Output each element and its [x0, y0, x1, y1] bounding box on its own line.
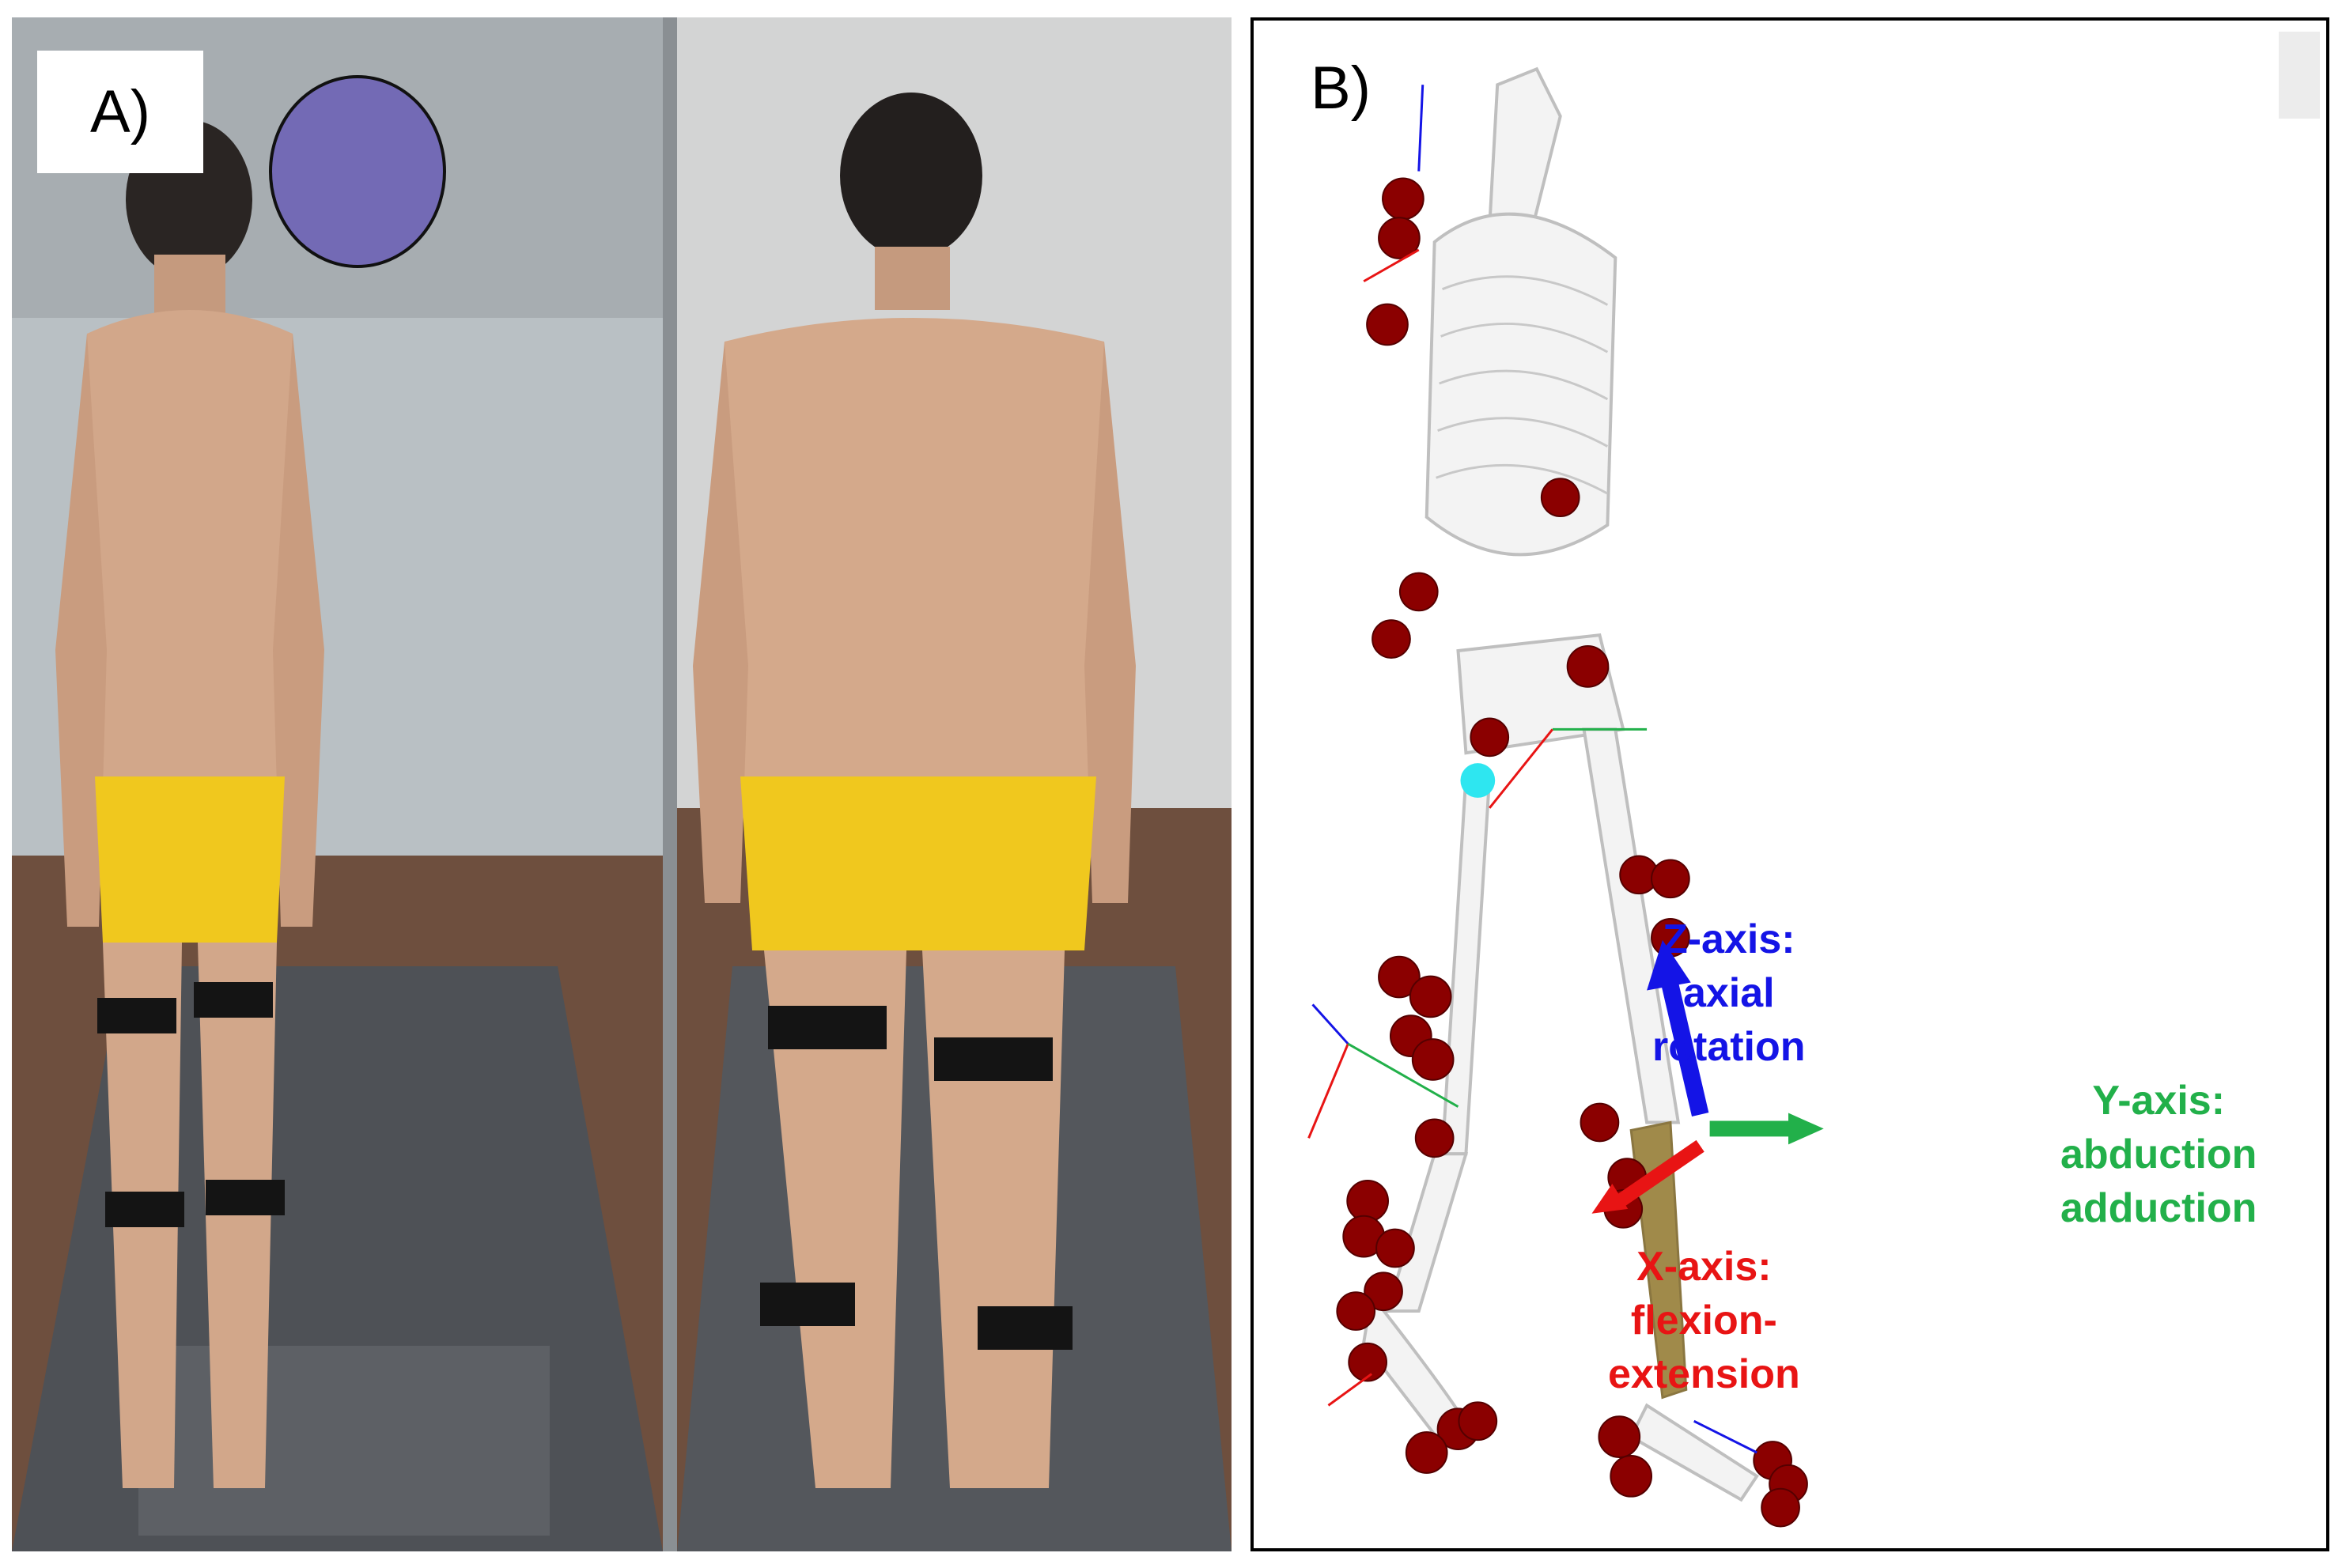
y-axis-title: Y-axis: — [2092, 1078, 2226, 1124]
scroll-indicator — [2279, 32, 2320, 119]
y-axis-desc-2: adduction — [2060, 1185, 2257, 1231]
z-axis-desc-1: axial — [1682, 970, 1775, 1016]
x-axis-desc-2: extension — [1608, 1351, 1800, 1397]
x-axis-desc-1: flexion- — [1630, 1298, 1777, 1343]
front-view-photo — [12, 17, 663, 1551]
x-axis-arrow — [1591, 1139, 1704, 1214]
face-mask — [269, 75, 446, 268]
y-axis-arrow — [1709, 1113, 1824, 1145]
z-axis-arrow — [1647, 939, 1709, 1117]
model-panel: B) Z-axis: axial rotation Y-axis: abduct… — [1250, 17, 2329, 1551]
z-axis-label: Z-axis: axial rotation — [1652, 912, 1806, 1074]
x-axis-label: X-axis: flexion- extension — [1608, 1240, 1800, 1401]
photo-panel: A) — [12, 17, 1232, 1551]
x-axis-title: X-axis: — [1636, 1244, 1772, 1290]
y-axis-label: Y-axis: abduction adduction — [2060, 1074, 2257, 1235]
y-axis-desc-1: abduction — [2060, 1132, 2257, 1177]
z-axis-title: Z-axis: — [1662, 916, 1795, 962]
back-view-photo — [677, 17, 1232, 1551]
panel-a-label: A) — [37, 51, 203, 173]
skeleton-model — [1307, 66, 1824, 1528]
panel-b-label: B) — [1311, 55, 1371, 122]
hip-joint-marker — [1460, 763, 1496, 798]
z-axis-desc-2: rotation — [1652, 1024, 1806, 1070]
